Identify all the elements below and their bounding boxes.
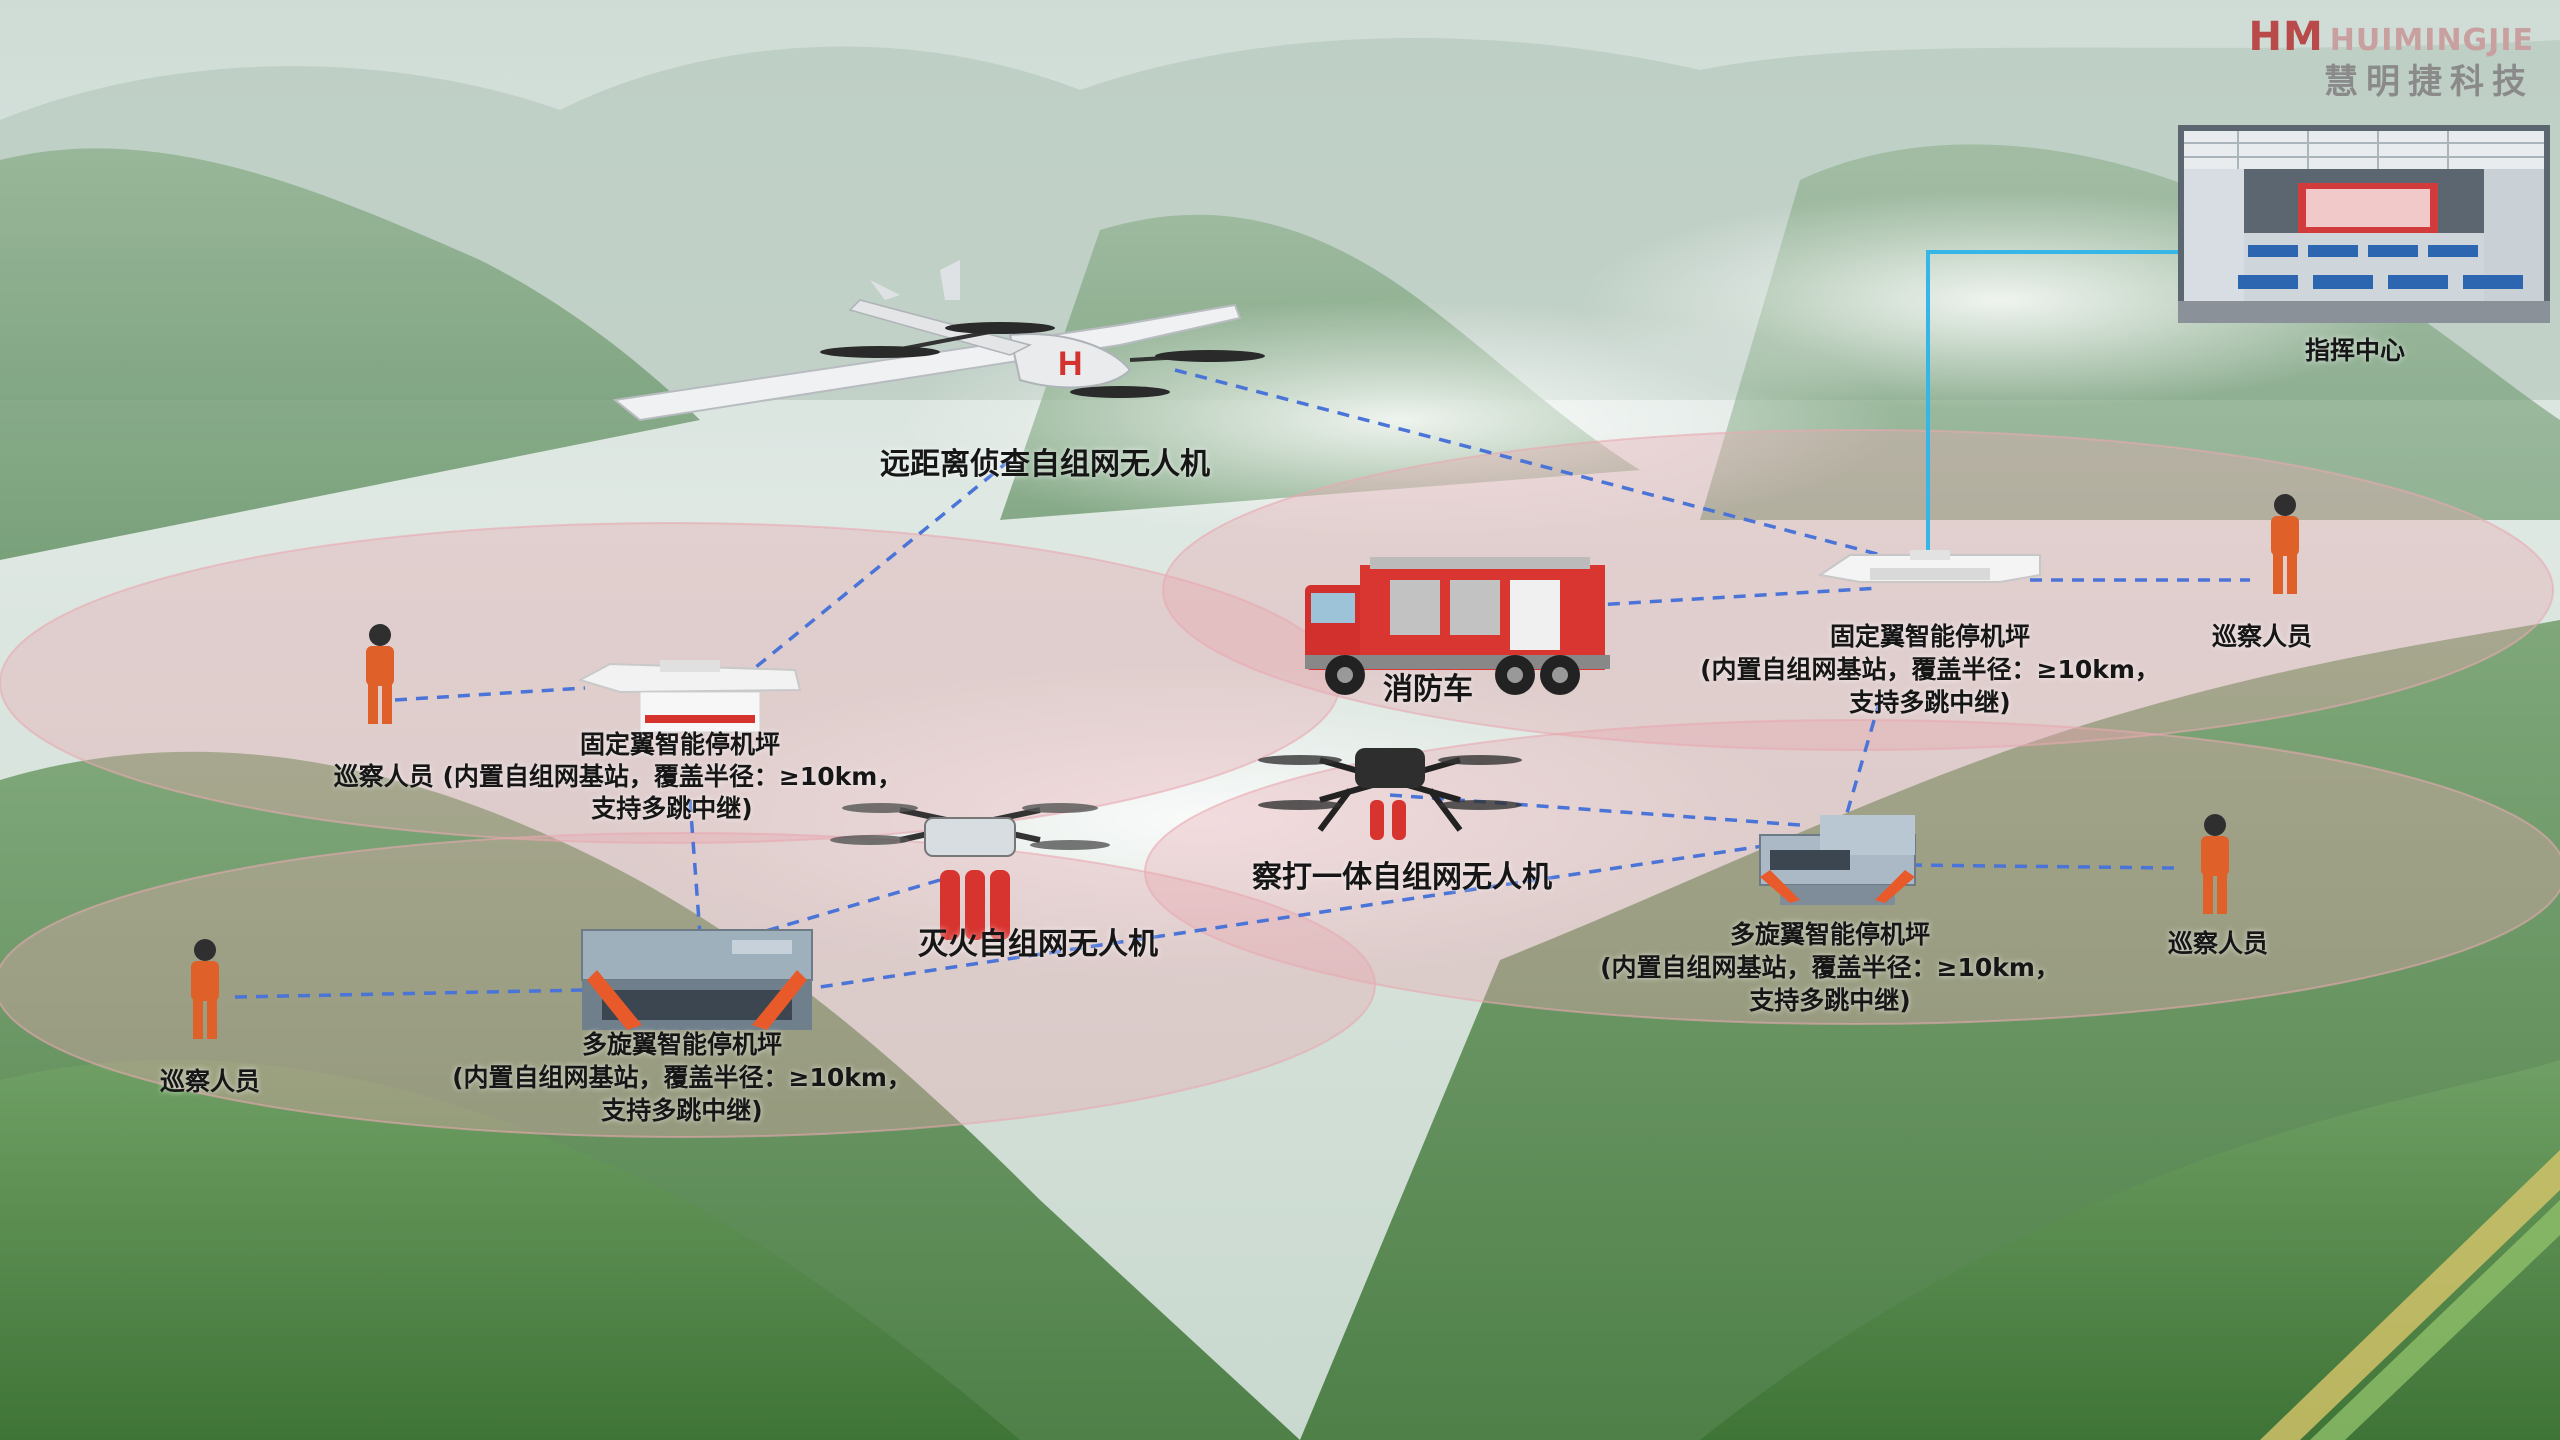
label-multi-pad-left: 多旋翼智能停机坪 (内置自组网基站，覆盖半径：≥10km， 支持多跳中继) [452, 1028, 912, 1127]
fixed-pad-left-line2: (内置自组网基站，覆盖半径：≥10km， [442, 762, 903, 791]
multi-pad-right [1759, 815, 1916, 905]
label-strike-drone: 察打一体自组网无人机 [1252, 860, 1552, 895]
fire-drone [830, 803, 1110, 940]
multi-pad-right-line2: (内置自组网基站，覆盖半径：≥10km， [1600, 953, 2060, 982]
link-recon-to-left-pad [738, 458, 1012, 682]
patrol-person-left-bottom [191, 939, 219, 1039]
fixed-pad-right-line3: 支持多跳中继) [1849, 688, 2011, 717]
link-multi-right-to-patrol [1909, 863, 2176, 870]
label-patrol-left-bottom: 巡察人员 [159, 1067, 261, 1096]
label-patrol-left-top: 巡察人员 [333, 762, 434, 791]
multi-pad-left-line3: 支持多跳中继) [601, 1096, 763, 1125]
patrol-person-left-top [366, 624, 394, 724]
uplink-command-center [1926, 250, 2178, 565]
command-center-image [2178, 125, 2550, 323]
multi-pad-left-line1: 多旋翼智能停机坪 [581, 1030, 782, 1059]
label-multi-pad-right: 多旋翼智能停机坪 (内置自组网基站，覆盖半径：≥10km， 支持多跳中继) [1600, 918, 2060, 1017]
fixed-pad-right [1817, 550, 2041, 583]
label-fixed-pad-right: 固定翼智能停机坪 (内置自组网基站，覆盖半径：≥10km， 支持多跳中继) [1700, 620, 2160, 719]
recon-drone: H [612, 260, 1265, 422]
fixed-pad-left [577, 660, 802, 733]
label-fixed-pad-left-line3: 支持多跳中继) [591, 794, 753, 823]
patrol-person-right-top [2271, 494, 2299, 594]
fire-truck [1305, 557, 1610, 695]
multi-pad-right-line1: 多旋翼智能停机坪 [1729, 920, 1930, 949]
label-patrol-right-top: 巡察人员 [2211, 622, 2313, 651]
logo-brand: HUIMINGJIE [2329, 23, 2534, 58]
fixed-pad-right-line1: 固定翼智能停机坪 [1829, 622, 2030, 651]
fixed-pad-right-line2: (内置自组网基站，覆盖半径：≥10km， [1700, 655, 2160, 684]
label-fire-truck: 消防车 [1383, 672, 1473, 707]
multi-pad-right-line3: 支持多跳中继) [1749, 986, 1911, 1015]
logo-cn: 慧明捷科技 [2324, 62, 2534, 102]
link-truck-to-right-pad [1544, 586, 1881, 610]
strike-drone [1258, 748, 1522, 840]
link-left-pad-to-multi [688, 799, 702, 936]
multi-pad-left [581, 929, 813, 1030]
link-left-patrol-to-pad [394, 686, 586, 702]
svg-text:H: H [1058, 345, 1083, 383]
label-fixed-pad-left-title: 固定翼智能停机坪 [579, 730, 781, 759]
logo-mark: HM [2248, 14, 2324, 60]
label-command-center: 指挥中心 [2304, 336, 2406, 365]
label-fixed-pad-left-line2: 巡察人员 (内置自组网基站，覆盖半径：≥10km， [334, 760, 903, 793]
patrol-persons [191, 494, 2299, 1039]
patrol-person-right-bottom [2201, 814, 2229, 914]
label-recon-drone: 远距离侦查自组网无人机 [880, 447, 1210, 482]
label-fire-drone: 灭火自组网无人机 [918, 927, 1158, 962]
link-left-bottom-patrol [234, 988, 586, 999]
label-patrol-right-bottom: 巡察人员 [2167, 929, 2269, 958]
link-multi-left-to-right [799, 843, 1771, 992]
network-links [234, 368, 2250, 999]
multi-pad-left-line2: (内置自组网基站，覆盖半径：≥10km， [452, 1063, 912, 1092]
